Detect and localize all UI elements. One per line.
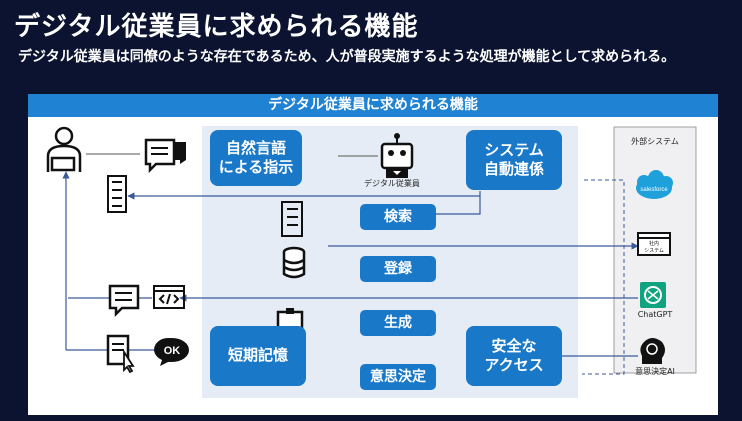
dashed-connector <box>582 179 625 375</box>
chatgpt-logo-icon <box>640 282 666 308</box>
salesforce-logo-text: salesforce <box>640 187 668 193</box>
ok-bubble-icon: OK <box>154 338 189 366</box>
internal-system-line1: 社内 <box>649 240 659 247</box>
bubble-secure-access: 安全な アクセス <box>466 326 562 386</box>
message-icon <box>108 284 140 318</box>
bubble-generate: 生成 <box>360 310 436 336</box>
panel-header: デジタル従業員に求められる機能 <box>28 94 718 117</box>
browser-icon: 社内 システム <box>637 232 671 256</box>
database-icon <box>282 246 306 279</box>
checklist-icon <box>281 201 303 237</box>
diagram-panel: OK salesforce 社内 システム デジタル従業員に求められる機能 自然… <box>28 94 718 415</box>
internal-system-line2: システム <box>644 248 664 254</box>
bubble-register: 登録 <box>360 256 436 282</box>
checklist-icon <box>107 175 127 213</box>
robot-icon <box>380 133 414 178</box>
document-pointer-icon <box>106 334 135 374</box>
code-icon <box>153 285 185 309</box>
robot-label: デジタル従業員 <box>364 179 420 188</box>
page-subtitle: デジタル従業員は同僚のような存在であるため、人が普段実施するような処理が機能とし… <box>18 49 676 65</box>
bubble-memory: 短期記憶 <box>210 326 306 386</box>
bubble-search: 検索 <box>360 204 436 230</box>
external-systems-title: 外部システム <box>631 137 679 146</box>
bubble-decision: 意思決定 <box>360 364 436 390</box>
bubble-instruction: 自然言語 による指示 <box>210 130 302 186</box>
ai-head-icon <box>640 338 665 364</box>
salesforce-cloud-icon: salesforce <box>636 170 673 199</box>
decision-ai-label: 意思決定AI <box>635 367 675 376</box>
page-title: デジタル従業員に求められる機能 <box>14 12 419 42</box>
user-icon <box>46 126 82 172</box>
ok-label: OK <box>164 345 181 357</box>
bubble-system-link: システム 自動連係 <box>466 130 562 190</box>
chatgpt-label: ChatGPT <box>637 310 673 319</box>
chat-icon <box>144 138 186 174</box>
